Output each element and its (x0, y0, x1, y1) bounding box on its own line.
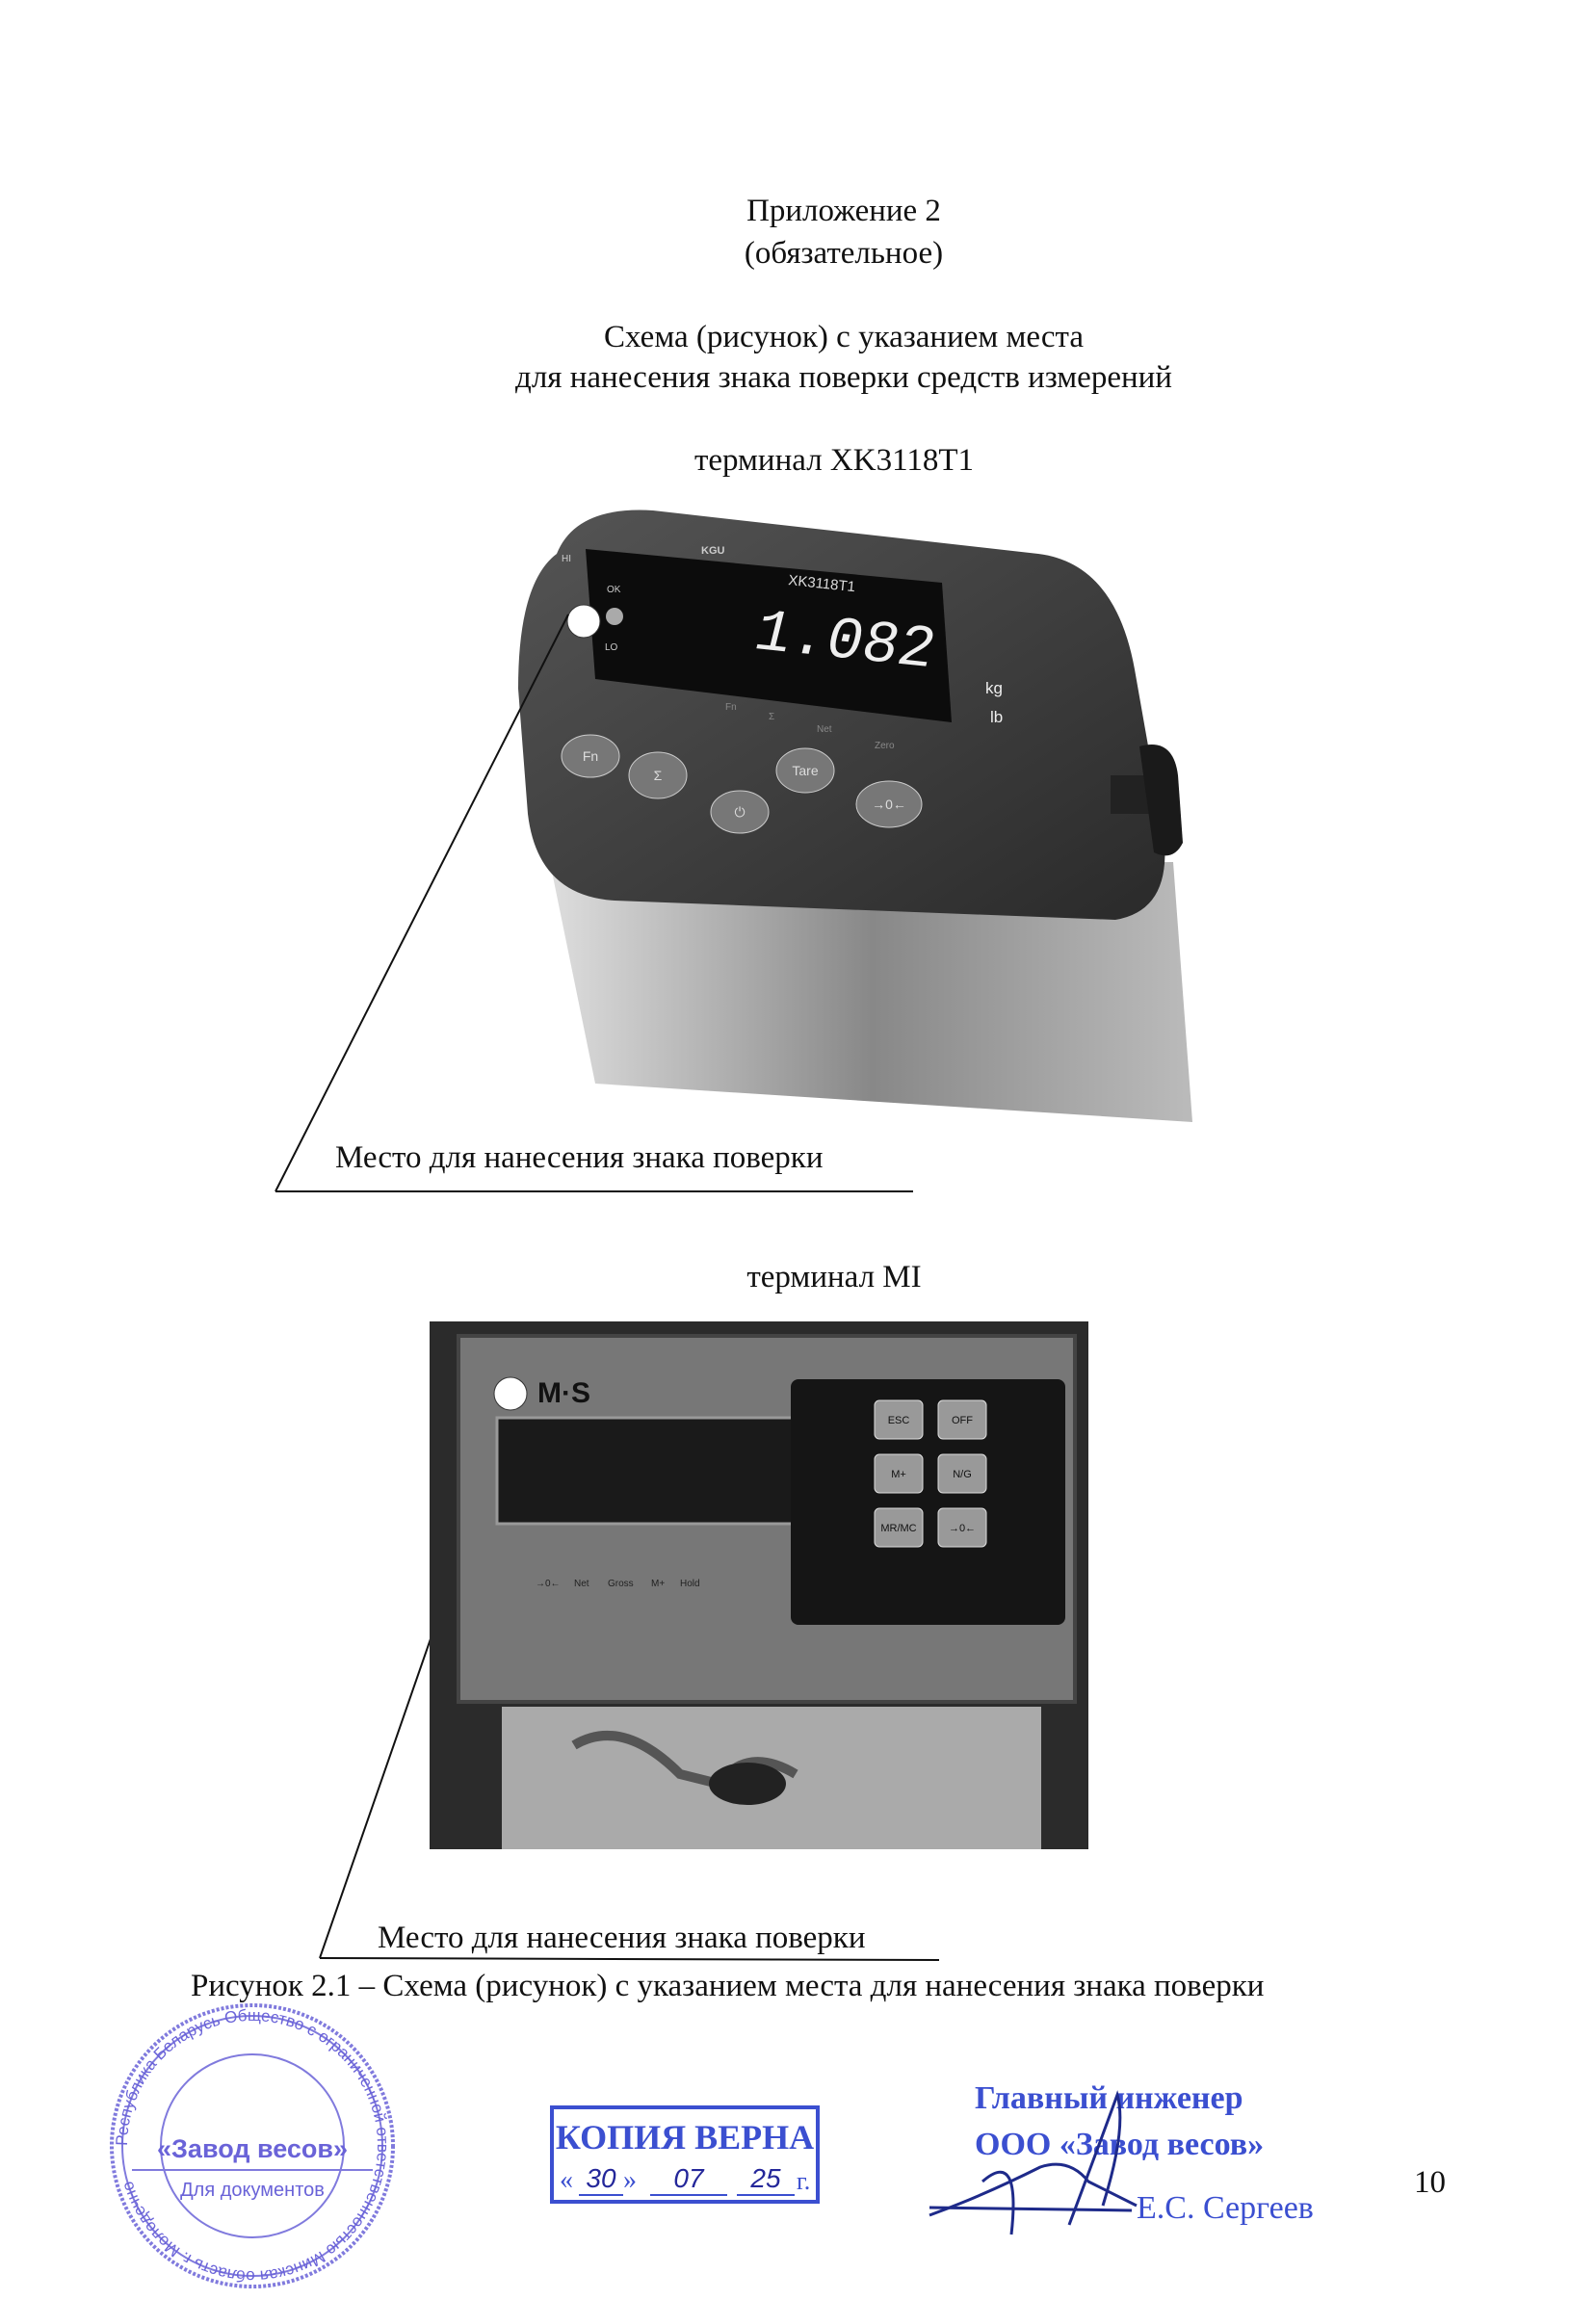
esc-button: ESC (888, 1415, 910, 1426)
mr-mc-button: MR/MC (880, 1523, 916, 1534)
m-plus-button: M+ (891, 1469, 906, 1480)
title-line-2: для нанесения знака поверки средств изме… (515, 360, 1172, 395)
terminal-mi-photo: ESC OFF M+ N/G MR/MC →0← M·S →0← Net Gro… (430, 1321, 1088, 1849)
terminal-xk3118t1-photo: HI OK LO KGU XK3118T1 1.082 kg lb Fn Σ ⏻… (518, 510, 1192, 1122)
indicator-lo: LO (605, 642, 618, 653)
copy-year-suffix: г. (797, 2167, 811, 2195)
fn-button: Fn (583, 748, 598, 764)
appendix-status: (обязательное) (744, 236, 944, 271)
zero-button: →0← (872, 797, 906, 812)
copy-certified-stamp: КОПИЯ ВЕРНА « 30 » 07 25 г. (550, 2105, 820, 2204)
round-seal: «Завод весов» Для документов Республика … (110, 2003, 395, 2288)
copy-certified-title: КОПИЯ ВЕРНА (555, 2118, 815, 2156)
sum-button: Σ (654, 768, 663, 783)
verification-mark-location-mi (493, 1376, 528, 1411)
seal-sub-text: Для документов (180, 2180, 325, 2201)
indicator-zero-mi: →0← (536, 1579, 561, 1589)
figure-1-callout: Место для нанесения знака поверки (335, 1140, 824, 1175)
net-gross-button: N/G (953, 1469, 972, 1480)
title-line-1: Схема (рисунок) с указанием места (603, 320, 1085, 354)
page-number: 10 (1414, 2165, 1446, 2200)
figure-caption: Рисунок 2.1 – Схема (рисунок) с указание… (191, 1969, 1265, 2003)
quote-close: » (623, 2165, 637, 2195)
indicator-m-plus-mi: M+ (651, 1579, 665, 1589)
indicator-net: Net (817, 724, 832, 735)
signer-name: Е.С. Сергеев (1137, 2190, 1314, 2226)
copy-year: 25 (737, 2163, 795, 2196)
indicator-net-mi: Net (574, 1579, 589, 1589)
appendix-number: Приложение 2 (746, 194, 941, 228)
unit-kg: kg (985, 679, 1003, 697)
handwritten-signature (929, 2090, 1138, 2235)
copy-month: 07 (650, 2163, 727, 2196)
indicator-hi: HI (562, 554, 571, 564)
indicator-ok: OK (607, 585, 621, 595)
verification-mark-location (566, 604, 601, 639)
indicator-sum: Σ (769, 712, 774, 722)
unit-lb: lb (990, 708, 1003, 726)
figure-1-caption: терминал XK3118T1 (693, 443, 975, 478)
seal-center-text: «Завод весов» (157, 2134, 348, 2163)
indicator-gross-mi: Gross (608, 1579, 634, 1589)
signer-position: Главный инженер (975, 2080, 1243, 2116)
ms-logo: M·S (537, 1377, 590, 1409)
figure-2-caption: терминал MI (746, 1260, 922, 1294)
zero-button-mi: →0← (949, 1523, 976, 1534)
indicator-fn: Fn (725, 702, 737, 713)
quote-open: « (560, 2165, 573, 2195)
copy-day: 30 (579, 2163, 623, 2196)
indicator-zero: Zero (875, 741, 895, 751)
figure-2-callout: Место для нанесения знака поверки (378, 1921, 866, 1955)
indicator-hold-mi: Hold (680, 1579, 700, 1589)
power-button: ⏻ (734, 804, 745, 820)
brand-logo: KGU (701, 545, 725, 557)
off-button: OFF (952, 1415, 973, 1426)
tare-button: Tare (792, 763, 818, 778)
